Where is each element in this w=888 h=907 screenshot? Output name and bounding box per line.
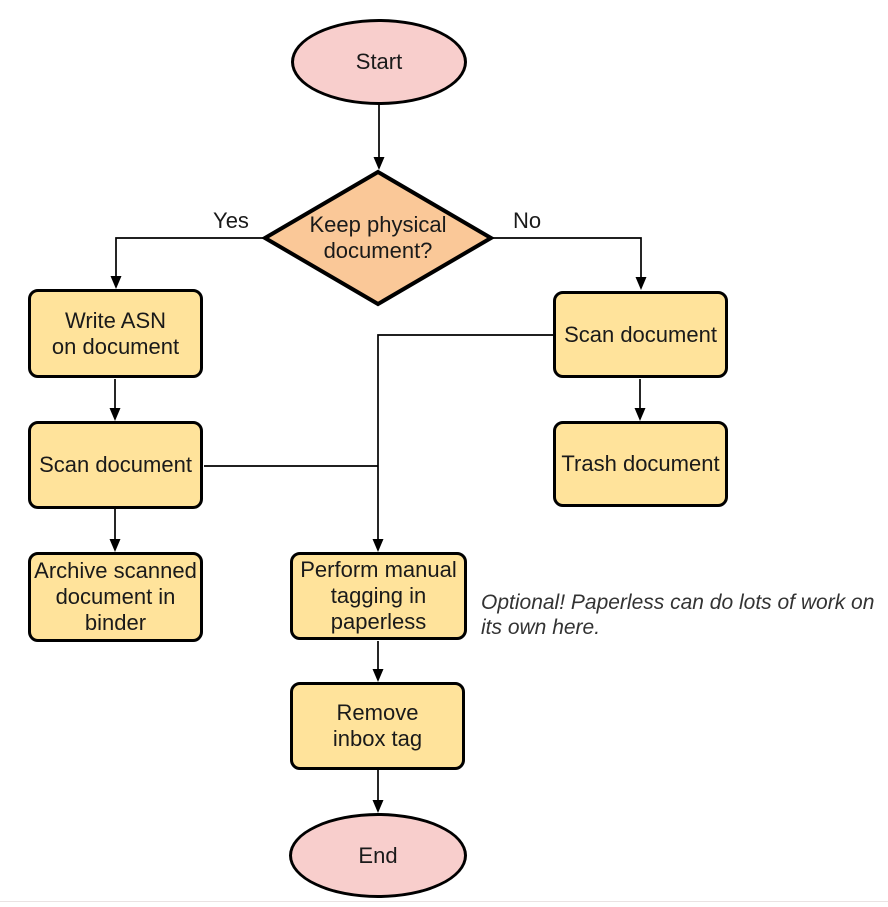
process-write-asn-label: on document	[51, 333, 180, 359]
decision-node-label: Keep physical	[309, 212, 447, 237]
arrowhead-down-icon	[109, 408, 121, 421]
process-manual-tagging: Perform manual tagging in paperless	[290, 552, 467, 640]
process-write-asn: Write ASN on document	[28, 289, 203, 378]
branch-label-no: No	[512, 208, 542, 233]
decision-node-label: document?	[323, 238, 433, 263]
process-archive-binder-label: document in	[55, 584, 176, 609]
start-node-label: Start	[355, 49, 403, 74]
process-archive-binder-label: Archive scanned	[34, 558, 197, 583]
process-trash-document-label: Trash document	[561, 451, 720, 476]
end-node: End	[289, 813, 467, 898]
process-scan-document-left: Scan document	[28, 421, 203, 509]
process-remove-inbox-tag-label: Remove	[336, 700, 419, 725]
arrowhead-down-icon	[373, 157, 385, 170]
process-manual-tagging-label: Perform manual	[300, 557, 457, 582]
process-write-asn-label: Write ASN	[64, 307, 167, 333]
process-manual-tagging-label: tagging in	[330, 583, 427, 608]
optional-note-line: Optional! Paperless can do lots of work …	[481, 591, 875, 614]
edge-decision-scan-right	[490, 237, 642, 277]
optional-note-line: its own here.	[481, 616, 601, 639]
arrowhead-down-icon	[634, 408, 646, 421]
optional-note: Optional! Paperless can do lots of work …	[481, 590, 874, 640]
process-scan-document-left-label: Scan document	[39, 452, 192, 477]
process-remove-inbox-tag-label: inbox tag	[332, 726, 423, 751]
process-trash-document: Trash document	[553, 421, 728, 507]
edge-scan-right-tagging	[377, 334, 553, 539]
arrowhead-down-icon	[110, 276, 122, 289]
process-archive-binder-label: binder	[84, 610, 147, 635]
process-remove-inbox-tag: Remove inbox tag	[290, 682, 465, 770]
process-scan-document-right: Scan document	[553, 291, 728, 378]
arrowhead-down-icon	[635, 277, 647, 290]
edge-decision-write-asn	[115, 237, 266, 276]
end-node-label: End	[358, 842, 398, 868]
page-bottom-divider	[0, 901, 888, 902]
arrowhead-down-icon	[109, 539, 121, 552]
start-node: Start	[291, 19, 467, 105]
process-manual-tagging-label: paperless	[330, 609, 427, 634]
decision-diamond-shape	[261, 169, 495, 307]
process-scan-document-right-label: Scan document	[564, 321, 717, 347]
decision-node: Keep physical document?	[280, 199, 476, 277]
arrowhead-down-icon	[372, 669, 384, 682]
arrowhead-down-icon	[372, 800, 384, 813]
process-archive-binder: Archive scanned document in binder	[28, 552, 203, 642]
branch-label-yes: Yes	[213, 208, 249, 233]
arrowhead-down-icon	[372, 539, 384, 552]
